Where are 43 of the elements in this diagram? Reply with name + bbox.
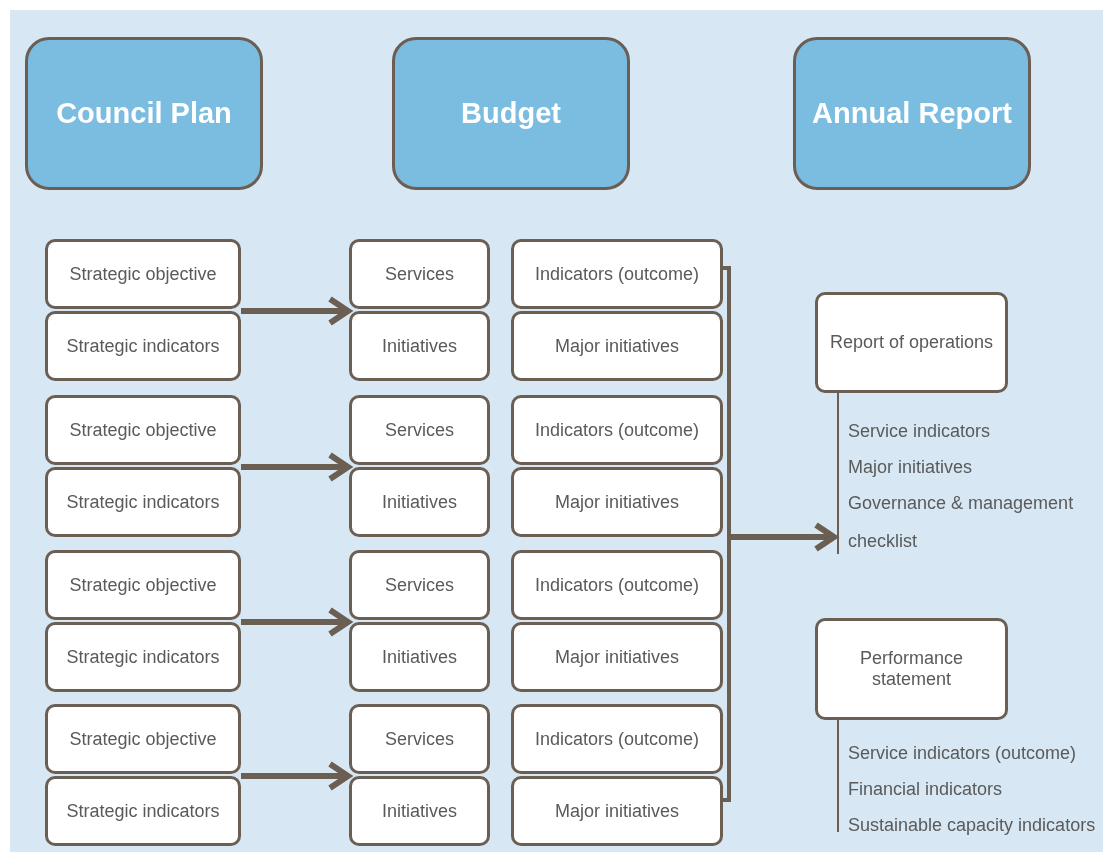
arrow bbox=[241, 761, 351, 791]
list-item: Financial indicators bbox=[848, 778, 1004, 801]
text-box: Major initiatives bbox=[511, 311, 723, 381]
text-box: Indicators (outcome) bbox=[511, 395, 723, 465]
text-box: Strategic indicators bbox=[45, 467, 241, 537]
text-box: Report of operations bbox=[815, 292, 1008, 393]
text-box: Services bbox=[349, 395, 490, 465]
text-box: Initiatives bbox=[349, 776, 490, 846]
text-box: Initiatives bbox=[349, 311, 490, 381]
text-box: Strategic objective bbox=[45, 704, 241, 774]
header-box: Annual Report bbox=[793, 37, 1031, 190]
list-item: Sustainable capacity indicators bbox=[848, 814, 1097, 837]
text-box: Strategic indicators bbox=[45, 311, 241, 381]
list-item: Service indicators bbox=[848, 420, 992, 443]
text-box: Initiatives bbox=[349, 467, 490, 537]
text-box: Strategic objective bbox=[45, 395, 241, 465]
connector-line bbox=[837, 719, 839, 833]
text-box: Strategic objective bbox=[45, 550, 241, 620]
arrow bbox=[241, 607, 351, 637]
text-box: Strategic indicators bbox=[45, 622, 241, 692]
header-box: Budget bbox=[392, 37, 630, 190]
text-box: Indicators (outcome) bbox=[511, 550, 723, 620]
list-item: Service indicators (outcome) bbox=[848, 742, 1078, 765]
arrow bbox=[731, 522, 837, 552]
bracket bbox=[722, 266, 731, 802]
text-box: Major initiatives bbox=[511, 622, 723, 692]
text-box: Major initiatives bbox=[511, 467, 723, 537]
text-box: Strategic objective bbox=[45, 239, 241, 309]
text-box: Services bbox=[349, 239, 490, 309]
list-item: Governance & management checklist bbox=[848, 492, 1075, 553]
text-box: Initiatives bbox=[349, 622, 490, 692]
text-box: Services bbox=[349, 704, 490, 774]
text-box: Strategic indicators bbox=[45, 776, 241, 846]
text-box: Services bbox=[349, 550, 490, 620]
header-box: Council Plan bbox=[25, 37, 263, 190]
text-box: Indicators (outcome) bbox=[511, 704, 723, 774]
list-item: Major initiatives bbox=[848, 456, 974, 479]
arrow bbox=[241, 452, 351, 482]
text-box: Indicators (outcome) bbox=[511, 239, 723, 309]
connector-line bbox=[837, 392, 839, 555]
text-box: Performance statement bbox=[815, 618, 1008, 720]
arrow bbox=[241, 296, 351, 326]
text-box: Major initiatives bbox=[511, 776, 723, 846]
